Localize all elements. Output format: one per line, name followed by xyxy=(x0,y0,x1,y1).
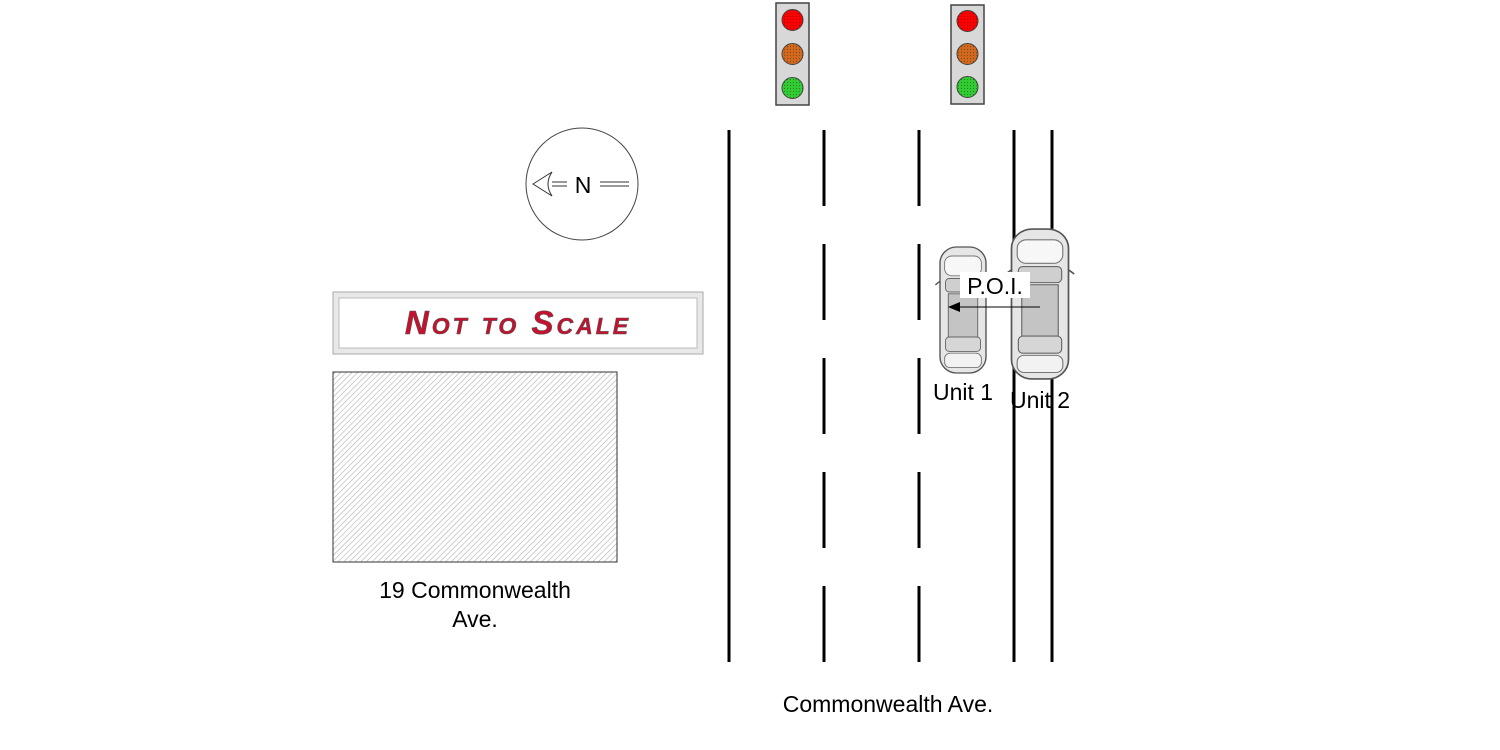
car-icon xyxy=(1004,228,1076,380)
traffic-light-icon xyxy=(775,2,810,106)
building-footprint xyxy=(332,371,618,563)
vehicle-unit-2: Unit 2 xyxy=(1004,228,1076,413)
building-address-line2: Ave. xyxy=(452,606,498,632)
building: 19 Commonwealth Ave. xyxy=(332,371,618,632)
traffic-light-left xyxy=(775,2,810,106)
road-name: Commonwealth Ave. xyxy=(783,691,994,717)
car-icon xyxy=(934,246,992,374)
scale-note-text: Not to Scale xyxy=(405,304,631,341)
road xyxy=(727,130,1054,662)
north-arrow-icon xyxy=(532,171,629,197)
point-of-impact: P.O.I. xyxy=(948,272,1040,312)
compass-label: N xyxy=(575,172,592,198)
traffic-light-right xyxy=(950,4,985,105)
vehicle-unit-2-label: Unit 2 xyxy=(1010,387,1070,413)
scale-note: Not to Scale xyxy=(332,291,704,355)
compass: N xyxy=(525,127,639,241)
building-address-line1: 19 Commonwealth xyxy=(379,577,571,603)
poi-label: P.O.I. xyxy=(967,273,1023,299)
vehicle-unit-1: Unit 1 xyxy=(933,246,993,405)
vehicle-unit-1-label: Unit 1 xyxy=(933,379,993,405)
arrow-left-icon xyxy=(948,302,1040,312)
traffic-light-icon xyxy=(950,4,985,105)
